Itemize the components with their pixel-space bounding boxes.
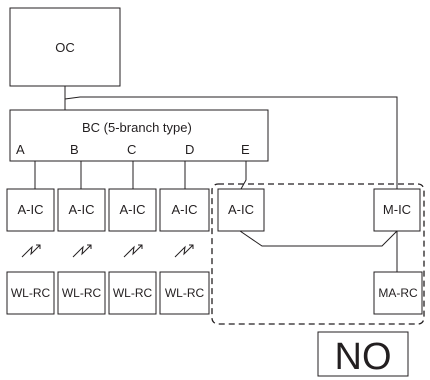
wireless-signal-icon: [72, 244, 92, 258]
branch-e-wire: [240, 161, 247, 190]
indoor-unit-d: [159, 188, 210, 232]
m-ic-unit-label: M-IC: [383, 202, 411, 217]
aic-mic-link: [239, 230, 398, 247]
verdict-label: NO: [335, 336, 392, 378]
branch-letter-d: D: [185, 142, 194, 157]
wireless-remote-4-label: WL-RC: [165, 286, 205, 300]
wireless-remote-3-label: WL-RC: [113, 286, 153, 300]
wireless-signal-icon: [174, 244, 194, 258]
indoor-unit-c-label: A-IC: [120, 202, 146, 217]
branch-letter-e: E: [241, 142, 250, 157]
wireless-remote-1-label: WL-RC: [11, 286, 51, 300]
branch-letter-a: A: [16, 142, 25, 157]
wireless-remote-3: [108, 271, 157, 315]
wireless-signal-icon: [123, 244, 143, 258]
wireless-remote-4: [159, 271, 210, 315]
indoor-unit-b: [57, 188, 106, 232]
wireless-remote-2: [57, 271, 106, 315]
dashed-group-outline: [211, 183, 425, 325]
branch-letter-c: C: [127, 142, 136, 157]
indoor-unit-d-label: A-IC: [172, 202, 198, 217]
indoor-unit-b-label: A-IC: [69, 202, 95, 217]
wireless-remote-2-label: WL-RC: [62, 286, 102, 300]
wiring: [34, 86, 398, 272]
wireless-remote-1: [6, 271, 55, 315]
bc-box: [9, 109, 269, 162]
verdict-box: [317, 331, 409, 377]
m-ic-unit: [373, 188, 421, 232]
oc-mic-wire: [64, 96, 398, 206]
oc-box: [9, 7, 121, 87]
branch-letter-b: B: [70, 142, 79, 157]
wireless-signal-icon: [21, 244, 41, 258]
oc-label: OC: [55, 40, 75, 55]
indoor-unit-a: [6, 188, 55, 232]
ma-remote: [373, 271, 423, 315]
bc-label: BC (5-branch type): [82, 120, 192, 135]
indoor-unit-e: [217, 188, 265, 232]
indoor-unit-a-label: A-IC: [18, 202, 44, 217]
ma-remote-label: MA-RC: [378, 286, 418, 300]
indoor-unit-c: [108, 188, 157, 232]
indoor-unit-e-label: A-IC: [228, 202, 254, 217]
